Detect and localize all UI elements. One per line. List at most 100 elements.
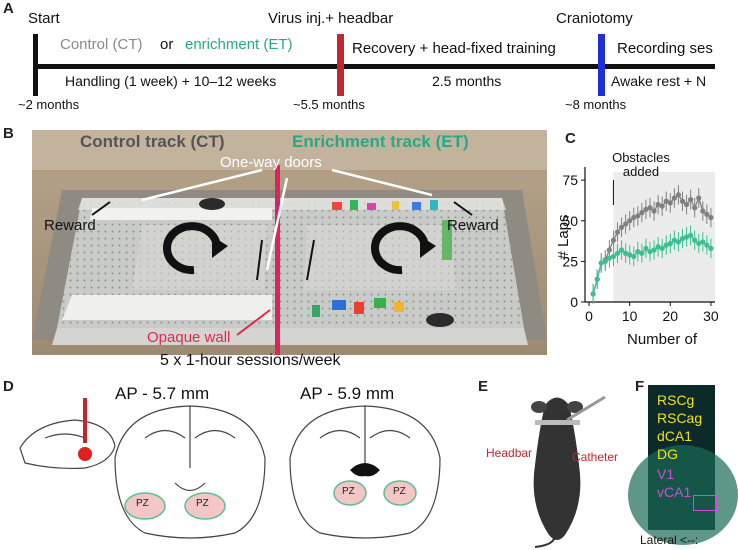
histology-glow <box>628 445 738 545</box>
histology-image <box>628 385 738 545</box>
y-tick-label: 25 <box>562 253 578 269</box>
data-point <box>663 242 669 248</box>
y-tick-label: 75 <box>562 172 578 188</box>
data-point <box>635 213 641 219</box>
timeline-start-bar <box>33 34 38 96</box>
timeline-age-8: ~8 months <box>565 97 627 112</box>
x-tick-label: 30 <box>703 308 719 324</box>
reward-label-left: Reward <box>44 217 96 234</box>
data-point <box>655 244 661 250</box>
data-point <box>598 260 604 266</box>
panel-letter-a: A <box>3 0 14 17</box>
pz-label-1: PZ <box>136 498 149 509</box>
panel-letter-b: B <box>3 125 14 142</box>
timeline-or-label: or <box>160 36 174 53</box>
data-point <box>663 198 669 204</box>
data-point <box>679 198 686 204</box>
data-point <box>659 203 665 209</box>
label-rscg: RSCg <box>657 392 695 408</box>
track-photo: Control track (CT) Enrichment track (ET)… <box>32 130 547 355</box>
data-point <box>692 205 698 211</box>
x-tick-label: 10 <box>622 308 638 324</box>
data-point <box>590 291 596 297</box>
panel-letter-d: D <box>3 378 14 395</box>
data-point <box>671 237 677 243</box>
timeline-craniotomy-label: Craniotomy <box>556 10 633 27</box>
x-tick-label: 20 <box>663 308 679 324</box>
vca1-box <box>693 495 717 511</box>
data-point <box>688 232 694 238</box>
timeline-two-five-label: 2.5 months <box>432 73 502 89</box>
data-point <box>635 249 641 255</box>
timeline-awake-label: Awake rest + N <box>611 73 707 89</box>
data-point <box>627 218 633 224</box>
et-title: Enrichment track (ET) <box>292 132 469 151</box>
data-point <box>683 201 690 208</box>
timeline-handling-label: Handling (1 week) + 10–12 weeks <box>65 73 277 89</box>
data-point <box>708 214 714 221</box>
timeline-axis <box>35 64 715 69</box>
data-point <box>659 245 665 251</box>
panel-letter-e: E <box>478 378 489 395</box>
label-vca1: vCA1 <box>657 484 692 500</box>
obstacle-period-shade <box>613 172 715 302</box>
data-point <box>683 234 690 240</box>
track-photo-illustration <box>32 130 547 355</box>
data-point <box>675 239 682 245</box>
timeline-recovery-label: Recovery + head-fixed training <box>352 40 556 57</box>
data-point <box>704 242 710 248</box>
data-point <box>651 208 657 214</box>
label-dg: DG <box>657 446 678 462</box>
data-point <box>700 239 706 245</box>
opaque-wall-label: Opaque wall <box>147 329 231 346</box>
panel-letter-c: C <box>565 130 576 147</box>
data-point <box>696 195 702 201</box>
data-point <box>704 211 710 217</box>
timeline-age-5-5: ~5.5 months <box>293 97 365 112</box>
headbar-label: Headbar <box>486 446 533 460</box>
data-point <box>700 208 706 214</box>
timeline-et-label: enrichment (ET) <box>185 36 293 53</box>
reward-label-right: Reward <box>447 217 499 234</box>
y-axis-label: # Laps <box>555 214 572 259</box>
data-point <box>647 249 653 255</box>
timeline-virus-label: Virus inj.+ headbar <box>268 10 394 27</box>
data-point <box>688 197 694 203</box>
data-point <box>655 201 661 208</box>
data-point <box>627 252 633 258</box>
panel-letter-f: F <box>635 378 645 395</box>
data-point <box>643 206 649 212</box>
data-point <box>631 214 637 221</box>
annotation-line-2: added <box>623 164 659 179</box>
ap-label-5-7: AP - 5.7 mm <box>115 384 210 403</box>
pz-label-4: PZ <box>393 486 406 497</box>
x-axis-label: Number of <box>627 331 698 348</box>
label-dca1: dCA1 <box>657 428 693 444</box>
data-point <box>639 250 645 256</box>
brain-sections-svg <box>19 398 441 539</box>
data-point <box>639 210 645 216</box>
data-point <box>606 255 612 261</box>
data-point <box>618 247 625 253</box>
ct-title: Control track (CT) <box>80 132 225 151</box>
one-way-doors-label: One-way doors <box>220 154 322 171</box>
data-point <box>623 250 629 256</box>
data-point <box>651 247 657 253</box>
data-point <box>675 192 682 198</box>
pz-label-2: PZ <box>196 498 209 509</box>
data-point <box>610 237 617 243</box>
y-tick-label: 50 <box>562 213 578 229</box>
data-point <box>614 229 621 235</box>
data-point <box>671 195 677 201</box>
data-point <box>647 205 653 211</box>
catheter-label: Catheter <box>572 450 619 464</box>
timeline-age-2: ~2 months <box>18 97 80 112</box>
data-point <box>667 240 673 247</box>
label-rscag: RSCag <box>657 410 703 426</box>
data-point <box>696 240 702 247</box>
data-point <box>602 258 608 264</box>
timeline-recording-label: Recording ses <box>617 40 713 57</box>
x-tick-label: 0 <box>585 308 593 324</box>
